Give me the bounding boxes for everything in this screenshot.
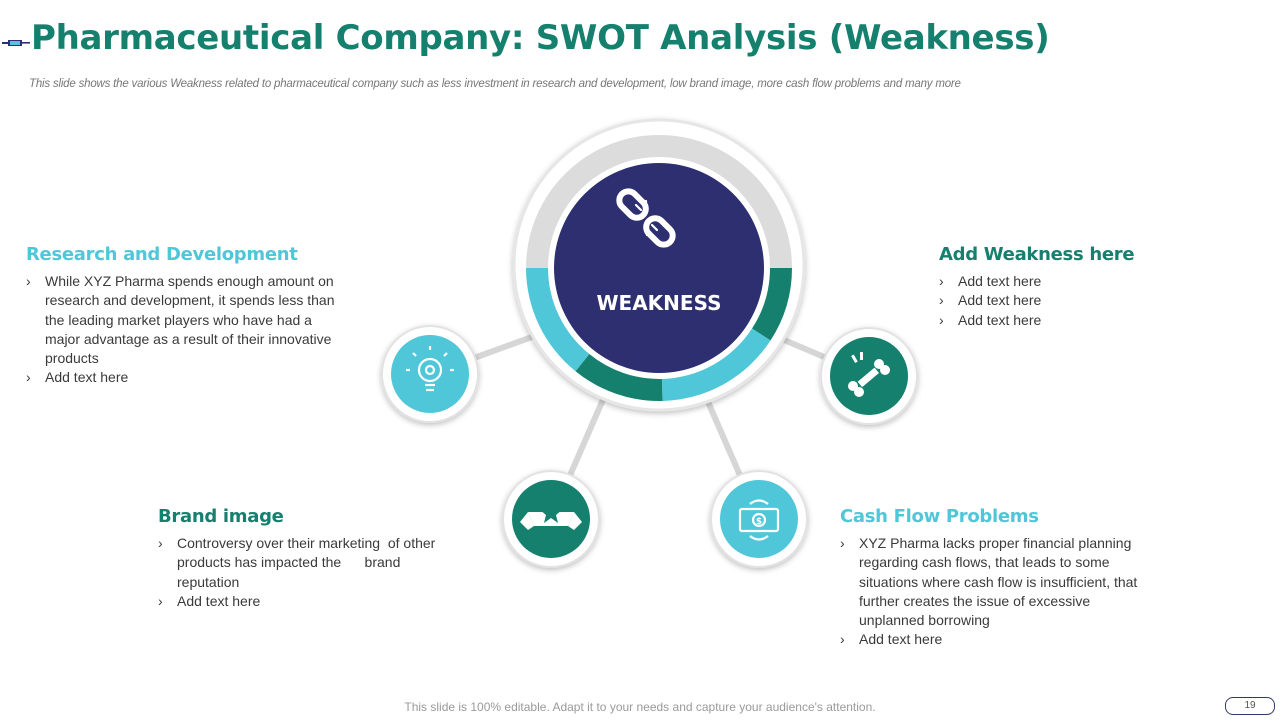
money-flow-icon — [738, 499, 780, 541]
syringe-logo-icon — [2, 40, 30, 46]
brand-node — [502, 470, 600, 568]
page-title: Pharmaceutical Company: SWOT Analysis (W… — [31, 18, 1050, 58]
center-gray-arc — [526, 135, 792, 268]
brand-section: Brand image Controversy over their marke… — [158, 506, 458, 611]
research-title: Research and Development — [26, 244, 298, 265]
list-item: Add text here — [939, 311, 1239, 331]
weakness-title: Add Weakness here — [939, 244, 1135, 265]
list-item: Add text here — [158, 592, 458, 612]
brand-list: Controversy over their marketing of othe… — [158, 534, 458, 611]
page-subtitle: This slide shows the various Weakness re… — [29, 78, 961, 90]
footer-note: This slide is 100% editable. Adapt it to… — [404, 700, 876, 714]
research-node — [381, 325, 479, 423]
star-banner-icon — [520, 502, 582, 530]
list-item: XYZ Pharma lacks proper financial planni… — [840, 534, 1145, 630]
cash-list: XYZ Pharma lacks proper financial planni… — [840, 534, 1145, 650]
list-item: While XYZ Pharma spends enough amount on… — [26, 272, 346, 368]
research-list: While XYZ Pharma spends enough amount on… — [26, 272, 346, 388]
weakness-section: Add Weakness here Add text here Add text… — [939, 244, 1239, 330]
weakness-node — [820, 327, 918, 425]
broken-bone-icon — [848, 352, 890, 397]
svg-text:$: $ — [756, 517, 762, 527]
cash-node: $ — [710, 470, 808, 568]
center-label: WEAKNESS — [596, 291, 721, 315]
list-item: Add text here — [840, 630, 1145, 650]
lightbulb-gear-icon — [406, 346, 454, 392]
brand-title: Brand image — [158, 506, 284, 527]
research-section: Research and Development While XYZ Pharm… — [26, 244, 346, 388]
broken-chain-icon — [616, 188, 676, 248]
list-item: Add text here — [26, 368, 346, 388]
list-item: Add text here — [939, 291, 1239, 311]
page-number: 19 — [1225, 697, 1275, 715]
cash-section: Cash Flow Problems XYZ Pharma lacks prop… — [840, 506, 1145, 650]
list-item: Add text here — [939, 272, 1239, 292]
cash-title: Cash Flow Problems — [840, 506, 1039, 527]
list-item: Controversy over their marketing of othe… — [158, 534, 458, 592]
weakness-list: Add text here Add text here Add text her… — [939, 272, 1239, 330]
